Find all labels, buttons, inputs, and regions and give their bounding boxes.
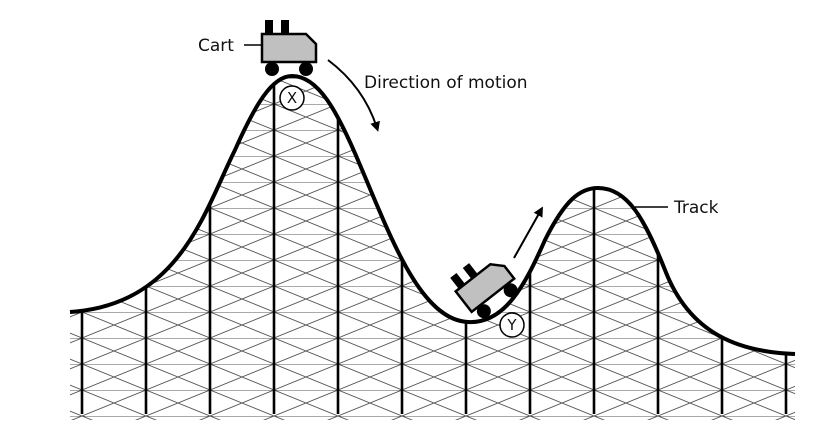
track-line bbox=[69, 73, 796, 356]
cart-top bbox=[260, 20, 318, 76]
cart-label: Cart bbox=[198, 36, 234, 56]
point-x-label: X bbox=[287, 89, 297, 107]
point-y-label: Y bbox=[506, 316, 517, 334]
direction-label: Direction of motion bbox=[364, 73, 528, 93]
track-scaffolding bbox=[70, 76, 795, 420]
cart-bottom bbox=[450, 263, 518, 319]
point-x-marker bbox=[279, 85, 305, 111]
point-y-marker bbox=[499, 312, 525, 338]
direction-arrow bbox=[327, 59, 380, 132]
upward-arrow bbox=[513, 206, 543, 259]
track-label: Track bbox=[673, 198, 719, 218]
